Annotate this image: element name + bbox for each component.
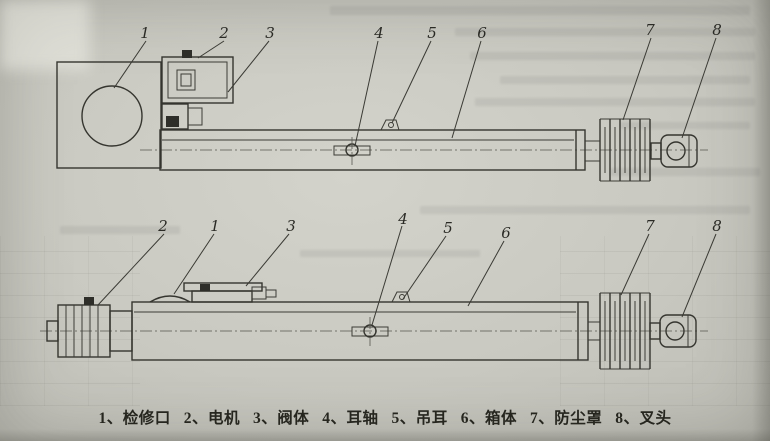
cylinder-tube-side: [131, 301, 600, 361]
callout-5: 5: [427, 24, 437, 42]
fork-head-top: [650, 134, 698, 168]
bolt-mark: [200, 284, 210, 291]
callout-1: 1: [140, 24, 150, 42]
callout-6: 6: [477, 24, 487, 42]
callout-4: 4: [397, 210, 408, 228]
leader-lines-top: [113, 37, 717, 147]
legend-item-3: 3、阀体: [252, 410, 310, 427]
legend-item-4: 4、耳轴: [322, 410, 379, 427]
cylinder-tube-top: [159, 129, 600, 171]
valve-body-top: [161, 103, 203, 130]
legend-item-1: 1、检修口: [98, 410, 171, 427]
callout-3: 3: [265, 24, 275, 42]
callout-4: 4: [373, 24, 384, 42]
bolt-mark: [166, 116, 179, 127]
callout-8: 8: [712, 21, 722, 39]
legend-item-6: 6、箱体: [460, 410, 518, 427]
bolt-mark: [84, 297, 94, 305]
callout-numbers-bottom: 2 1 3 4 5 6 7 8: [157, 210, 722, 242]
valve-body-side: [183, 282, 277, 303]
lifting-lug-top: [380, 119, 400, 131]
trunnion-top: [333, 137, 371, 165]
legend-item-5: 5、吊耳: [391, 410, 448, 427]
top-view: 1 2 3 4 5 6 7 8: [56, 21, 722, 182]
callout-1: 1: [210, 217, 220, 235]
leader-lines-bottom: [97, 225, 717, 326]
parts-legend: 1、检修口 2、电机 3、阀体 4、耳轴 5、吊耳 6、箱体 7、防尘罩 8、叉…: [0, 406, 770, 428]
callout-2: 2: [218, 24, 229, 42]
callout-7: 7: [645, 21, 655, 39]
callout-8: 8: [712, 217, 722, 235]
inspection-port-circle: [81, 85, 143, 147]
housing-box: [56, 61, 162, 169]
callout-numbers-top: 1 2 3 4 5 6 7 8: [140, 21, 722, 42]
bottom-view: 2 1 3 4 5 6 7 8: [40, 210, 722, 370]
legend-item-8: 8、叉头: [615, 410, 672, 427]
inspection-port-side: [149, 295, 191, 303]
legend-item-2: 2、电机: [183, 410, 240, 427]
bolt-mark: [182, 50, 192, 58]
callout-2: 2: [157, 217, 168, 235]
fork-head-side: [649, 314, 697, 348]
motor-top: [161, 50, 234, 104]
callout-3: 3: [286, 217, 296, 235]
motor-side: [46, 297, 133, 358]
legend-item-7: 7、防尘罩: [530, 410, 603, 427]
callout-6: 6: [501, 224, 511, 242]
trunnion-side: [351, 317, 389, 346]
callout-5: 5: [443, 219, 453, 237]
callout-7: 7: [645, 217, 655, 235]
dust-cover-bellows-top: [599, 118, 651, 182]
